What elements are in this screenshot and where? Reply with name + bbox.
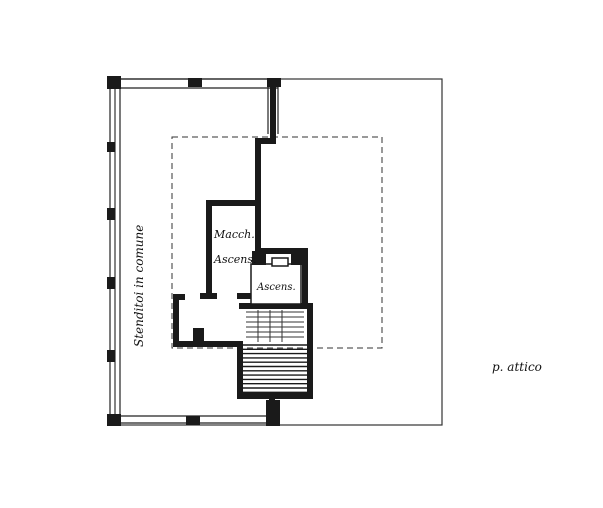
parapet-left <box>109 78 279 424</box>
walls <box>173 83 313 408</box>
dashed-projection <box>171 136 383 349</box>
floor-label: p. attico <box>492 360 542 374</box>
macch-label-line2: Ascens. <box>213 253 257 266</box>
stenditoi-label: Stenditoi in comune <box>132 225 146 347</box>
landing-pillar <box>193 328 204 343</box>
macch-label-line1: Macch. <box>213 228 255 241</box>
lift-shaft <box>250 251 305 305</box>
stair-upper-flight <box>246 310 304 342</box>
pillars <box>107 76 281 426</box>
ascensore-label: Ascens. <box>256 282 296 293</box>
stair-treads <box>243 344 307 393</box>
